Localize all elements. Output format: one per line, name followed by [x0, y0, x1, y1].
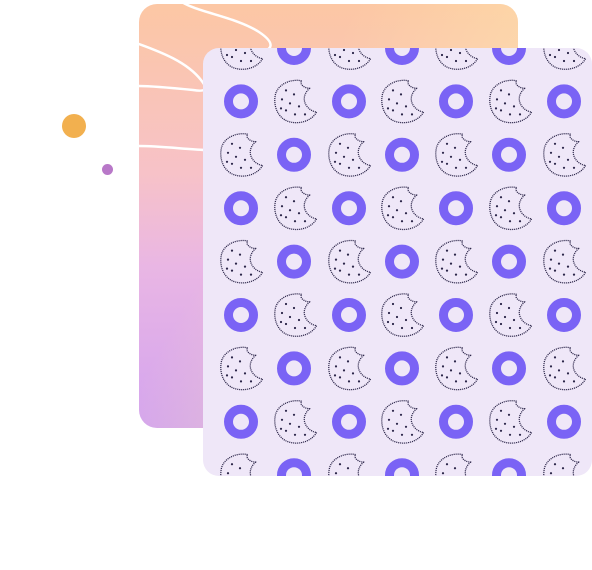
cookie-icon: [220, 346, 264, 391]
cookie-icon: [274, 293, 318, 337]
ring-icon: [337, 409, 362, 434]
ring-icon: [497, 48, 522, 61]
cookie-icon: [220, 48, 264, 70]
cookie-icon: [435, 346, 479, 391]
ring-icon: [390, 142, 415, 167]
ring-icon: [282, 356, 307, 381]
ring-icon: [337, 196, 362, 221]
ring-icon: [282, 48, 307, 61]
cookie-icon: [274, 79, 318, 124]
cookie-icon: [381, 400, 425, 444]
cookie-icon: [328, 239, 372, 284]
ring-icon: [552, 409, 577, 434]
ring-icon: [444, 409, 469, 434]
ring-icon: [390, 249, 415, 274]
ring-icon: [282, 249, 307, 274]
ring-icon: [552, 303, 577, 328]
ring-icon: [444, 89, 469, 114]
ring-icon: [229, 409, 254, 434]
ring-icon: [282, 463, 307, 476]
cookie-icon: [381, 79, 425, 124]
cookie-icon: [543, 239, 587, 284]
ring-icon: [497, 142, 522, 167]
cookie-icon: [435, 133, 479, 177]
ring-icon: [390, 463, 415, 476]
cookie-icon: [328, 48, 372, 70]
pattern-card: [203, 48, 592, 476]
ring-icon: [229, 89, 254, 114]
ring-icon: [282, 142, 307, 167]
cookie-icon: [220, 453, 264, 476]
ring-icon: [552, 89, 577, 114]
cookie-icon: [543, 48, 587, 70]
cookie-icon: [543, 346, 587, 391]
cookie-icon: [274, 186, 318, 231]
cookie-icon: [489, 186, 533, 231]
cookie-icon: [220, 239, 264, 284]
ring-icon: [444, 196, 469, 221]
orange-dot: [62, 114, 86, 138]
ring-icon: [390, 48, 415, 61]
cookie-ring-pattern: [220, 48, 587, 476]
cookie-icon: [543, 133, 587, 177]
cookie-icon: [489, 293, 533, 337]
cookie-icon: [328, 346, 372, 391]
ring-icon: [552, 196, 577, 221]
cookie-icon: [543, 453, 587, 476]
cookie-icon: [435, 239, 479, 284]
ring-icon: [497, 249, 522, 274]
cookie-icon: [328, 133, 372, 177]
ring-icon: [497, 463, 522, 476]
cookie-icon: [489, 400, 533, 444]
ring-icon: [444, 303, 469, 328]
cookie-icon: [435, 48, 479, 70]
cookie-icon: [220, 133, 264, 177]
cookie-icon: [381, 293, 425, 337]
ring-icon: [390, 356, 415, 381]
ring-icon: [229, 196, 254, 221]
cookie-icon: [274, 400, 318, 444]
cookie-icon: [328, 453, 372, 476]
ring-icon: [229, 303, 254, 328]
purple-dot: [102, 164, 113, 175]
ring-icon: [337, 303, 362, 328]
ring-icon: [497, 356, 522, 381]
cookie-icon: [489, 79, 533, 124]
ring-icon: [337, 89, 362, 114]
cookie-icon: [435, 453, 479, 476]
cookie-icon: [381, 186, 425, 231]
